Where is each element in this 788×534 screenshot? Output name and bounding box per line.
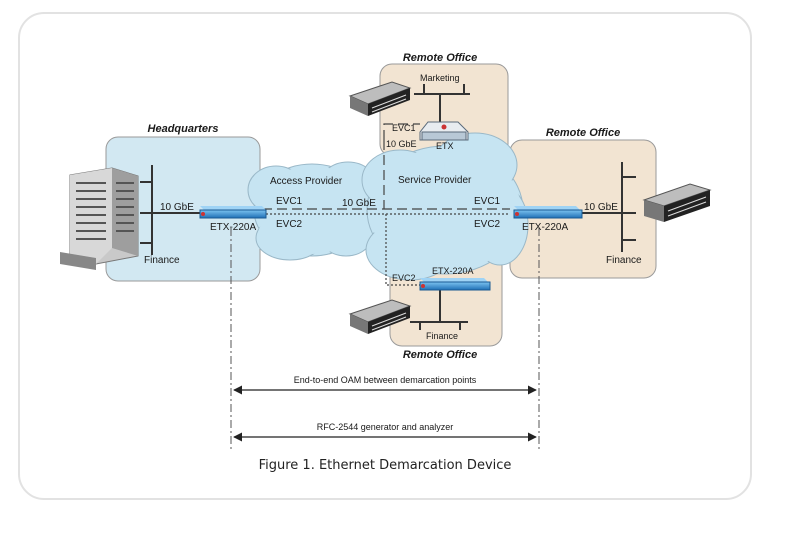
oam-label: End-to-end OAM between demarcation point… bbox=[294, 375, 477, 385]
bottom-finance-label: Finance bbox=[426, 331, 458, 341]
office-building-icon bbox=[642, 183, 712, 222]
right-evc1-label: EVC1 bbox=[474, 196, 501, 207]
hq-lan-bus bbox=[140, 165, 200, 255]
remote-right-etx-220a-device bbox=[513, 206, 583, 219]
headquarters-title: Headquarters bbox=[148, 123, 219, 135]
top-link-label: 10 GbE bbox=[386, 139, 417, 149]
hq-evc1-label: EVC1 bbox=[276, 196, 303, 207]
evc-lines bbox=[262, 123, 510, 286]
remote-right-lan-bus bbox=[582, 162, 636, 252]
remote-bottom-etx-220a-device bbox=[419, 278, 491, 291]
hq-evc2-label: EVC2 bbox=[276, 219, 303, 230]
remote-bottom-title: Remote Office bbox=[403, 349, 477, 361]
office-building-icon bbox=[348, 299, 412, 334]
service-provider-label: Service Provider bbox=[398, 175, 472, 186]
remote-bottom-lan-bus bbox=[410, 290, 468, 330]
bottom-device-label: ETX-220A bbox=[432, 266, 474, 276]
remote-top-etx-device bbox=[419, 121, 469, 141]
right-device-label: ETX-220A bbox=[522, 222, 568, 233]
demarcation-lines bbox=[230, 228, 540, 450]
right-link-label: 10 GbE bbox=[584, 202, 618, 213]
hq-device-label: ETX-220A bbox=[210, 222, 256, 233]
marketing-label: Marketing bbox=[420, 73, 460, 83]
remote-right-title: Remote Office bbox=[546, 127, 620, 139]
office-building-icon bbox=[348, 81, 412, 116]
headquarters-building-icon bbox=[60, 167, 139, 270]
right-finance-label: Finance bbox=[606, 255, 642, 266]
top-device-label: ETX bbox=[436, 141, 454, 151]
hq-finance-label: Finance bbox=[144, 255, 180, 266]
hq-link-label: 10 GbE bbox=[160, 202, 194, 213]
rfc-label: RFC-2544 generator and analyzer bbox=[317, 422, 454, 432]
access-provider-label: Access Provider bbox=[270, 176, 343, 187]
remote-top-lan-bus bbox=[414, 84, 470, 126]
bottom-evc2-label: EVC2 bbox=[392, 273, 416, 283]
remote-top-title: Remote Office bbox=[403, 52, 477, 64]
core-link-label: 10 GbE bbox=[342, 198, 376, 209]
hq-etx-220a-device bbox=[199, 206, 267, 219]
top-evc1-label: EVC1 bbox=[392, 123, 416, 133]
right-evc2-label: EVC2 bbox=[474, 219, 501, 230]
figure-caption: Figure 1. Ethernet Demarcation Device bbox=[259, 458, 512, 473]
